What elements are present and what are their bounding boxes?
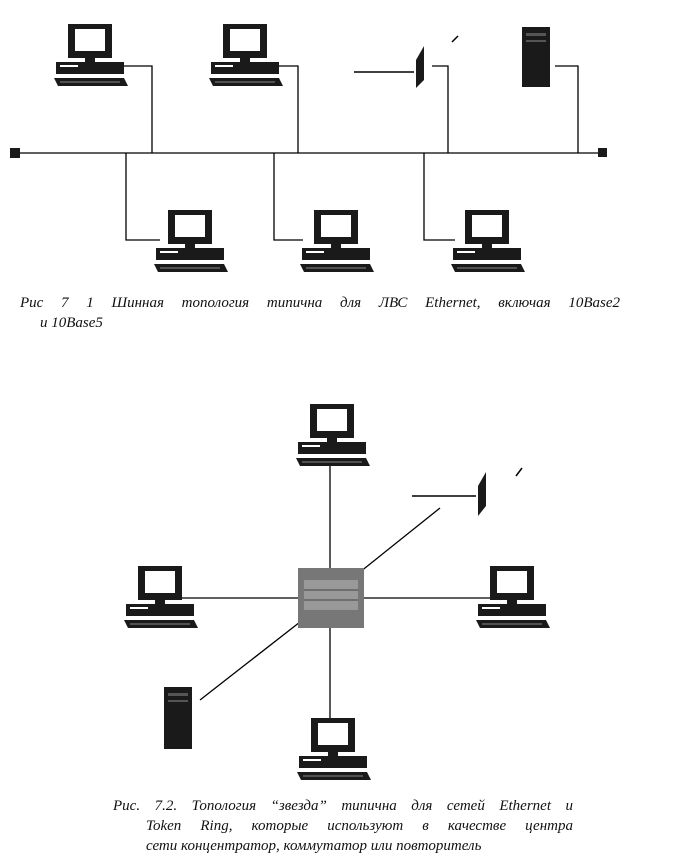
star-topology-diagram: [160, 460, 495, 720]
workstation-icon: [295, 403, 371, 467]
server-tower-icon: [522, 27, 550, 87]
printer-icon: [412, 467, 523, 516]
hub-icon: [298, 568, 364, 628]
caption-line: сети концентратор, коммутатор или повтор…: [146, 838, 482, 854]
bus-drop-top-2: [278, 65, 299, 153]
printer-icon: [354, 35, 459, 88]
server-tower-icon: [164, 687, 192, 749]
bus-drop-top-1: [118, 65, 153, 153]
workstation-icon: [450, 209, 526, 273]
figure-caption-star: Рис. 7.2. Топология “звезда” типична для…: [113, 796, 573, 856]
terminator-icon: [10, 148, 20, 158]
figure-caption-bus: Рис 7 1 Шинная топология типична для ЛВС…: [20, 293, 620, 333]
caption-line: и 10Base5: [40, 315, 103, 331]
terminator-icon: [598, 148, 607, 157]
caption-line: Token Ring, которые используют в качеств…: [146, 818, 573, 834]
workstation-icon: [208, 23, 284, 87]
workstation-icon: [299, 209, 375, 273]
bus-drop-bottom-1: [125, 153, 160, 241]
bus-drop-bottom-2: [273, 153, 303, 241]
workstation-icon: [475, 565, 551, 629]
workstation-icon: [153, 209, 229, 273]
bus-topology-diagram: [16, 65, 603, 241]
bus-drop-printer: [432, 65, 449, 153]
star-link-server: [199, 621, 301, 701]
workstation-icon: [296, 717, 372, 781]
workstation-icon: [53, 23, 129, 87]
caption-line: Рис. 7.2. Топология “звезда” типична для…: [113, 798, 573, 814]
caption-line: Рис 7 1 Шинная топология типична для ЛВС…: [20, 295, 620, 311]
bus-drop-server: [555, 65, 579, 153]
bus-drop-bottom-3: [423, 153, 455, 241]
star-link-printer: [359, 507, 441, 573]
workstation-icon: [123, 565, 199, 629]
